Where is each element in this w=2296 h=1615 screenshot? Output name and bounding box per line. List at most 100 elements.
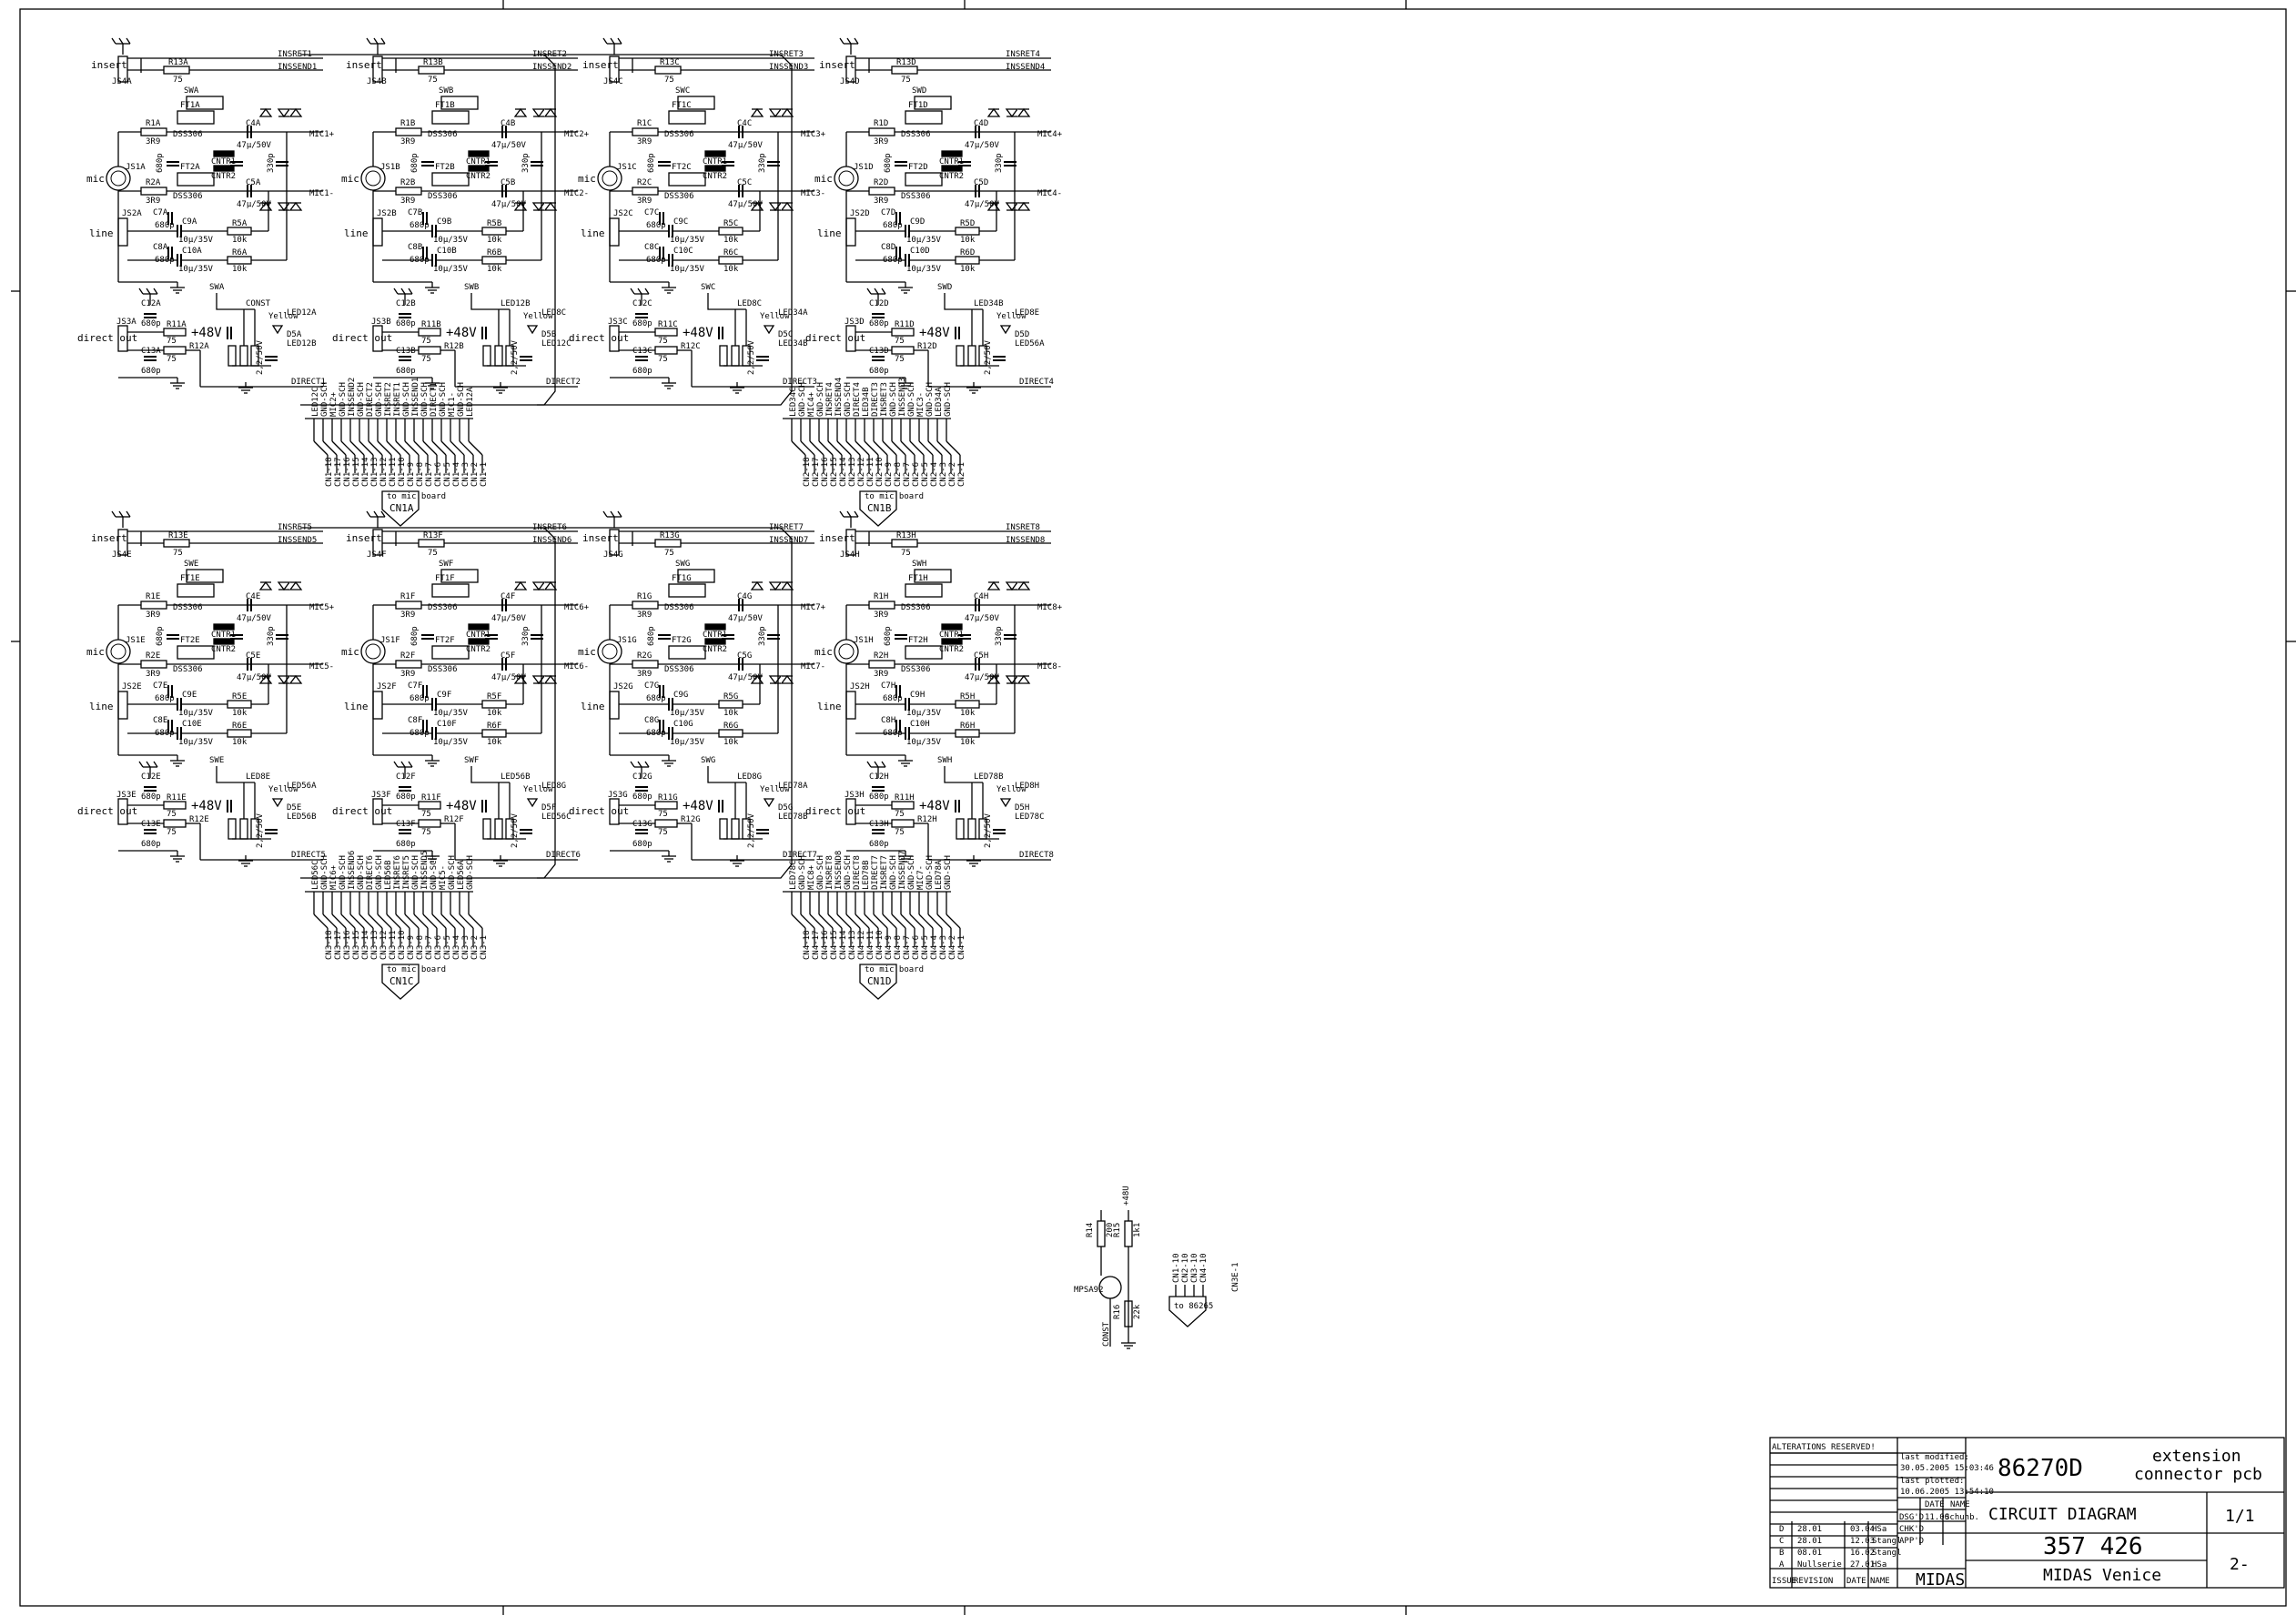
connector-pin: CN1-7 <box>425 462 434 487</box>
approval-name: Schuhb. <box>1945 1513 1979 1522</box>
sheet-count: 1/1 <box>2225 1507 2255 1526</box>
revision-issue: D <box>1779 1525 1784 1534</box>
line-label: line <box>581 701 605 712</box>
connector-pin: CN3-18 <box>325 930 334 960</box>
r6-ref: R6G <box>723 722 738 731</box>
connector-net: GND-SCH <box>420 382 430 417</box>
c7-value: 680p <box>155 694 175 703</box>
inssend-net: INSSEND1 <box>278 63 317 72</box>
fet1-ref: FT1F <box>435 574 455 583</box>
connector-pin: CN2-10 <box>875 457 885 487</box>
c-phantom-value: 2,2/50V <box>747 813 756 848</box>
direct-jack-ref: JS3H <box>845 791 865 800</box>
revision-issue: C <box>1779 1537 1784 1546</box>
r6-ref: R6A <box>232 248 248 257</box>
c4-ref: C4D <box>974 119 988 128</box>
fet1-type: DSS306 <box>428 130 458 139</box>
r1-ref: R1C <box>637 119 652 128</box>
mic-minus-net: MIC5- <box>309 662 334 671</box>
r5-ref: R5G <box>723 692 738 702</box>
connector-pin: CN3-13 <box>370 930 379 960</box>
fet2-type: DSS306 <box>901 192 931 201</box>
connector-pin: CN3-2 <box>470 935 480 960</box>
c12-value: 680p <box>141 792 161 802</box>
cntr1-label: CNTR1 <box>466 157 491 167</box>
r1-value: 3R9 <box>146 137 160 146</box>
connector-pin: CN1-5 <box>443 462 452 487</box>
channel-H: insertJS4HR13H75INSRET8INSSEND8micJS1HR1… <box>805 510 1063 867</box>
c7-value: 680p <box>155 221 175 230</box>
r12-value: 75 <box>658 828 668 837</box>
connector-net: GND-SCH <box>411 855 420 890</box>
connector-pin: CN3-17 <box>334 930 343 960</box>
connector-pin: CN4-7 <box>903 935 912 960</box>
connector-pin: CN4-4 <box>930 935 939 960</box>
connector-net: LED34B <box>862 387 871 417</box>
c13-value: 680p <box>396 367 416 376</box>
c9-value: 10µ/35V <box>433 709 469 718</box>
bias-dest-label: to 86265 <box>1174 1302 1213 1311</box>
direct-net: DIRECT1 <box>291 378 326 387</box>
connector-pin: CN1-17 <box>334 457 343 487</box>
insert-label: insert <box>582 59 619 71</box>
c4-ref: C4A <box>246 119 261 128</box>
r6-ref: R6B <box>487 248 501 257</box>
c9-value: 10µ/35V <box>670 236 705 245</box>
last-plotted-label: last plotted: <box>1900 1477 1964 1486</box>
insert-label: insert <box>346 59 382 71</box>
c13-ref: C13A <box>141 347 161 356</box>
c12-value: 680p <box>869 319 889 328</box>
c13-ref: C13B <box>396 347 416 356</box>
inssend-net: INSSEND4 <box>1006 63 1045 72</box>
c7-ref: C7E <box>153 681 167 691</box>
connector-pin: CN2-8 <box>894 462 903 487</box>
connector-dest-label: to mic board <box>387 492 446 501</box>
mic-plus-net: MIC4+ <box>1037 130 1063 139</box>
connector-CN1D: LED78CCN4-18GND-SCHCN4-17MIC8+CN4-16GND-… <box>783 851 966 1000</box>
channel-G: insertJS4GR13G75INSRET7INSSEND7micJS1GR1… <box>569 510 826 867</box>
bias-ex-pin: CN3E-1 <box>1231 1262 1240 1292</box>
connector-net: LED56A <box>457 860 466 890</box>
connector-net: DIRECT4 <box>853 382 862 417</box>
c9-ref: C9B <box>437 217 451 227</box>
c8-ref: C8G <box>644 716 659 725</box>
r12-value: 75 <box>658 355 668 364</box>
revision-header: REVISION <box>1794 1577 1833 1586</box>
revision-issue: B <box>1779 1549 1784 1558</box>
connector-net: GND-SCH <box>357 382 366 417</box>
c5-value: 47µ/50V <box>237 200 272 209</box>
approval-date: 11.00 <box>1925 1513 1949 1522</box>
connector-net: INSRET5 <box>402 855 411 890</box>
c-shunt-value: 680p <box>410 153 420 173</box>
led-label: CONST <box>246 299 271 308</box>
led-ref: D5B <box>541 330 556 339</box>
r11-value: 75 <box>167 337 177 346</box>
bias-pin: CN4-10 <box>1199 1253 1209 1283</box>
r2-value: 3R9 <box>146 670 160 679</box>
connector-net: MIC8+ <box>807 864 816 890</box>
mic-plus-net: MIC6+ <box>564 603 590 612</box>
c7-ref: C7D <box>881 208 895 217</box>
led-label: LED8G <box>737 772 762 782</box>
fet1-type: DSS306 <box>901 603 931 612</box>
r5-ref: R5E <box>232 692 247 702</box>
direct-jack-ref: JS3F <box>371 791 391 800</box>
c4-value: 47µ/50V <box>237 141 272 150</box>
cntr1-label: CNTR1 <box>211 631 236 640</box>
c12-value: 680p <box>141 319 161 328</box>
r11-ref: R11F <box>421 793 441 802</box>
line-jack-ref: JS2A <box>122 209 142 218</box>
c-phantom-value: 2,2/50V <box>984 813 993 848</box>
r12-ref: R12D <box>917 342 937 351</box>
c-phantom-value: 2,2/50V <box>256 339 265 375</box>
r12-value: 75 <box>895 828 905 837</box>
connector-pin: CN2-14 <box>839 457 848 487</box>
mic-minus-net: MIC2- <box>564 189 589 198</box>
r11-ref: R11B <box>421 320 441 329</box>
revision-name: Stangl <box>1872 1537 1902 1546</box>
cntr2-label: CNTR2 <box>466 172 491 181</box>
direct-jack-ref: JS3D <box>845 318 865 327</box>
connector-net: GND-SCH <box>907 855 916 890</box>
r12-value: 75 <box>421 355 431 364</box>
revision-text: 28.01 <box>1797 1525 1822 1534</box>
